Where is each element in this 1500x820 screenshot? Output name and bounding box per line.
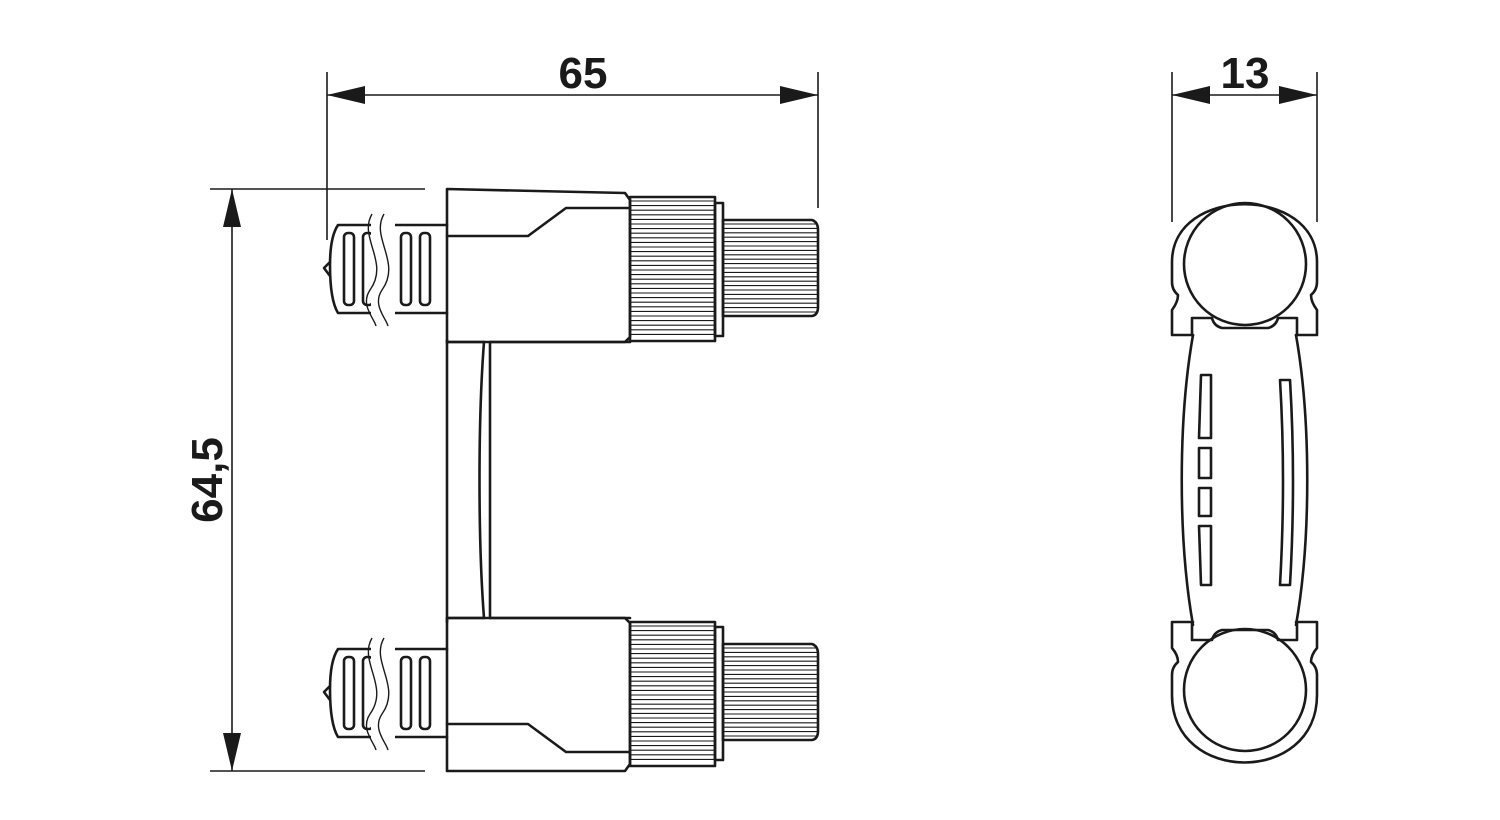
side-bridge (1180, 333, 1309, 627)
bottom-thread (721, 642, 820, 742)
top-coupling-nut (628, 195, 725, 343)
top-housing (445, 187, 632, 344)
front-view (322, 187, 820, 773)
side-view (1170, 201, 1319, 764)
arrow-right (780, 86, 818, 104)
side-bottom-ring (1170, 620, 1319, 764)
dimension-width-side: 13 (1171, 49, 1318, 222)
arrow-left (327, 86, 365, 104)
dimension-label-13: 13 (1221, 49, 1270, 98)
top-connector (322, 187, 820, 344)
dimension-width-front: 65 (326, 49, 819, 240)
dimension-label-65: 65 (559, 49, 608, 98)
dimension-label-64-5: 64,5 (183, 437, 232, 523)
bridge (445, 338, 632, 624)
top-cable-strain-relief (322, 213, 449, 327)
bottom-housing (445, 616, 632, 773)
bottom-cable-strain-relief (322, 637, 449, 751)
bottom-coupling-nut (628, 620, 725, 768)
dimension-height-front: 64,5 (183, 188, 425, 772)
arrow-right (1279, 86, 1317, 104)
top-thread (721, 218, 820, 318)
arrow-top (223, 189, 241, 227)
arrow-bottom (223, 733, 241, 771)
side-top-ring (1170, 201, 1319, 337)
bottom-connector (322, 616, 820, 773)
arrow-left (1172, 86, 1210, 104)
